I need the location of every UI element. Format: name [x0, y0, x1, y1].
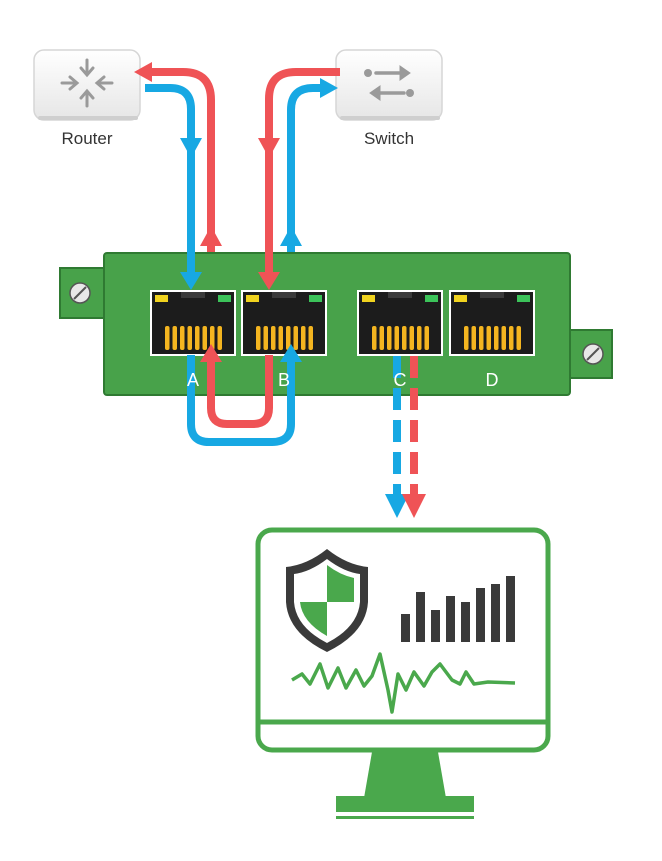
- port-label-d: D: [486, 370, 499, 390]
- red-loop-b-to-a: [207, 355, 273, 428]
- blue-path-b-to-switch: [287, 84, 325, 252]
- traffic-paths: [145, 68, 418, 496]
- bar-chart-bar: [431, 610, 440, 642]
- bar-chart-bar: [401, 614, 410, 642]
- port-c[interactable]: [357, 290, 443, 356]
- port-b[interactable]: [241, 290, 327, 356]
- monitor-stand: [364, 752, 446, 798]
- switch-icon: [364, 65, 414, 101]
- port-a[interactable]: [150, 290, 236, 356]
- bar-chart-bar: [446, 596, 455, 642]
- router-label: Router: [61, 129, 112, 148]
- tap-board: [59, 252, 613, 396]
- router-icon: [60, 58, 114, 108]
- monitoring-station: [255, 527, 551, 819]
- waveform-icon: [291, 652, 516, 714]
- bar-chart-icon: [401, 576, 515, 642]
- bar-chart-bar: [476, 588, 485, 642]
- bar-chart-bar: [461, 602, 470, 642]
- switch-device[interactable]: Switch: [335, 49, 443, 148]
- switch-label: Switch: [364, 129, 414, 148]
- red-path-a-to-router: [150, 68, 215, 252]
- bar-chart-bar: [506, 576, 515, 642]
- port-label-a: A: [187, 370, 199, 390]
- bar-chart-bar: [491, 584, 500, 642]
- bar-chart-bar: [416, 592, 425, 642]
- router-device[interactable]: Router: [33, 49, 141, 148]
- port-label-c: C: [394, 370, 407, 390]
- red-path-switch-to-b: [265, 68, 340, 282]
- blue-path-router-to-a: [145, 84, 195, 282]
- shield-icon: [286, 549, 368, 652]
- blue-loop-a-to-b: [187, 355, 295, 446]
- port-label-b: B: [278, 370, 290, 390]
- traffic-arrowheads: [134, 62, 426, 518]
- port-d[interactable]: [449, 290, 535, 356]
